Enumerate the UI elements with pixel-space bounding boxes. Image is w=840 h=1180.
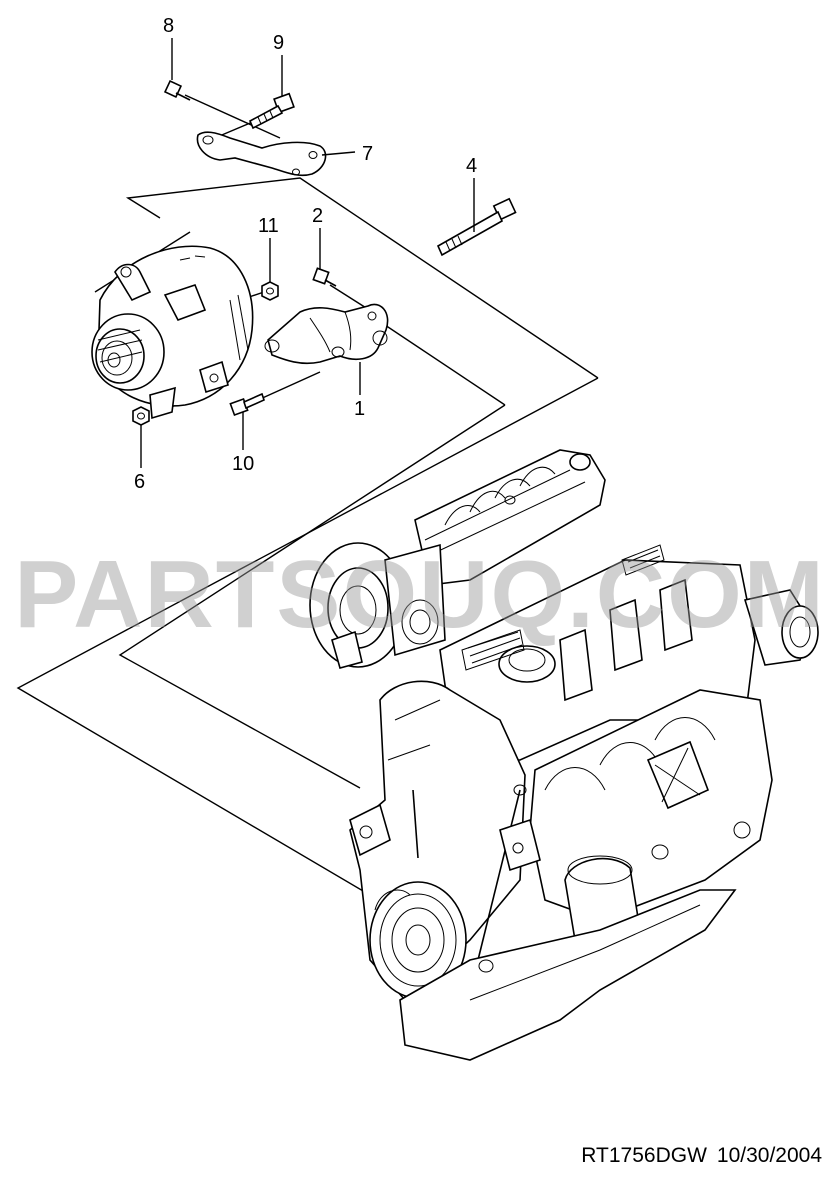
- drawing-code: RT1756DGW: [581, 1144, 707, 1167]
- callout-8: 8: [163, 15, 174, 37]
- callout-6: 6: [134, 471, 145, 493]
- callout-10: 10: [232, 453, 254, 475]
- drawing-date: 10/30/2004: [716, 1144, 822, 1167]
- callout-2: 2: [312, 205, 323, 227]
- bracket-1[interactable]: [264, 303, 389, 365]
- drawing-footer: RT1756DGW 10/30/2004: [571, 1144, 822, 1168]
- bolt-4[interactable]: [436, 197, 517, 257]
- nut-11[interactable]: [261, 281, 279, 301]
- bolt-2[interactable]: [312, 267, 337, 287]
- callout-7: 7: [362, 143, 373, 165]
- assembly-guide-lines: [16, 94, 599, 899]
- bracket-7[interactable]: [196, 131, 327, 177]
- nut-6[interactable]: [132, 406, 150, 426]
- bolt-9[interactable]: [248, 92, 295, 130]
- callout-labels: 8 9 7 4 2 11 1 10 6: [134, 15, 477, 493]
- engine-assembly[interactable]: [309, 449, 819, 1061]
- watermark: PARTSOUQ.COM: [14, 541, 826, 648]
- bolt-10[interactable]: [229, 392, 265, 417]
- callout-1: 1: [354, 398, 365, 420]
- bolt-8[interactable]: [163, 79, 191, 101]
- callout-11: 11: [258, 215, 279, 237]
- callout-9: 9: [273, 32, 284, 54]
- callout-4: 4: [466, 155, 477, 177]
- alternator[interactable]: [91, 245, 254, 420]
- callout-leaders: [140, 38, 475, 468]
